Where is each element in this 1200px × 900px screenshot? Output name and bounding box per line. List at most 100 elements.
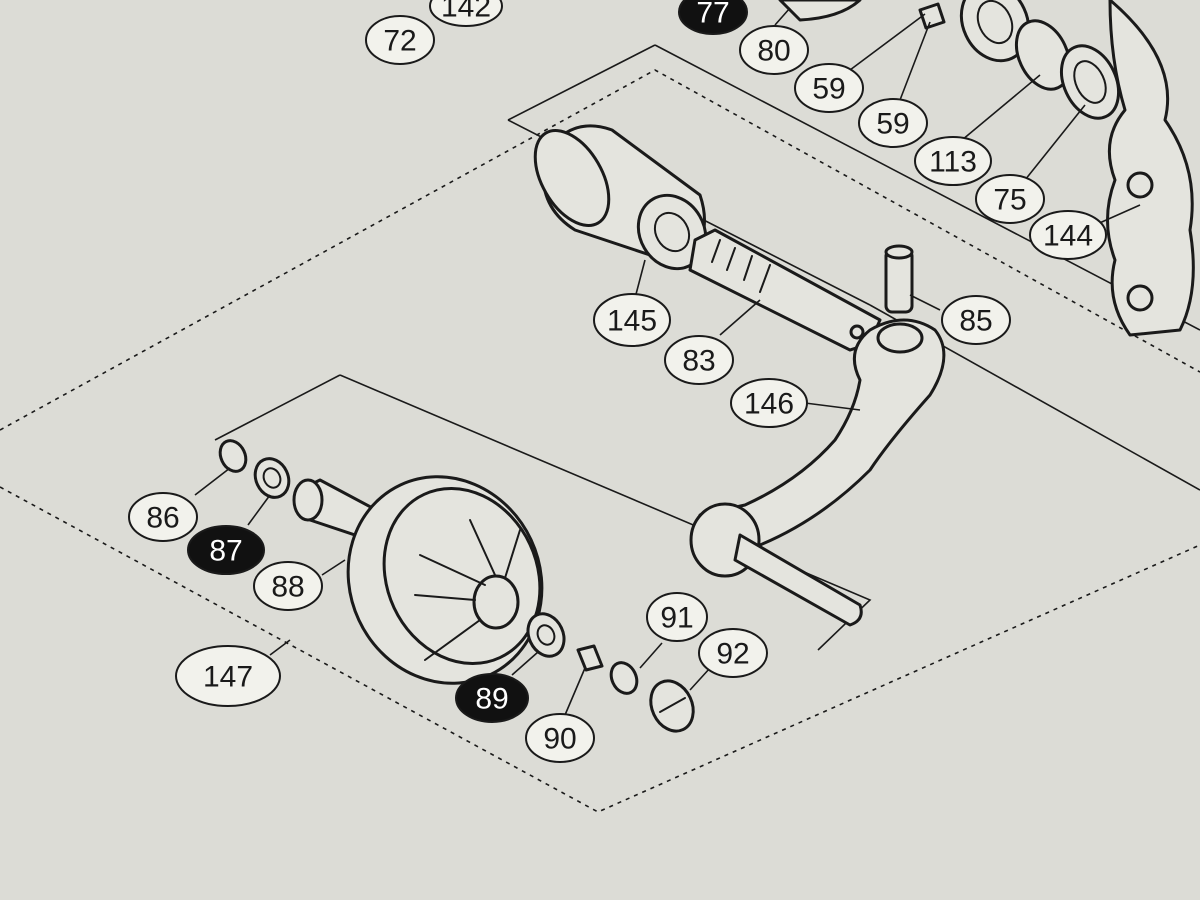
- callout-label-80: 80: [757, 35, 790, 68]
- leader-80: [774, 7, 791, 26]
- reel-body-housing: [1106, 0, 1195, 337]
- bolt-head: [884, 244, 914, 260]
- knob-frame-right: [339, 374, 872, 651]
- callout-90: 90: [525, 713, 595, 763]
- leader-90: [564, 667, 586, 716]
- callout-bubble-90: [525, 713, 595, 763]
- callout-label-77: 77: [696, 0, 729, 30]
- callout-89: 89: [455, 673, 529, 723]
- callout-bubble-83: [664, 335, 734, 385]
- callout-bubble-146: [730, 378, 808, 428]
- callout-label-59b: 59: [876, 108, 909, 141]
- callout-bubble-59a: [794, 63, 864, 113]
- screw-59-head: [918, 2, 946, 30]
- callout-77: 77: [678, 0, 748, 35]
- collar-bearing-bore: [653, 211, 691, 253]
- housing-boss-lower: [1126, 284, 1154, 312]
- ring-86: [218, 439, 248, 473]
- callout-label-75: 75: [993, 184, 1026, 217]
- callout-113: 113: [914, 136, 992, 186]
- shaft-hole: [849, 324, 865, 340]
- cap-92-slot: [659, 697, 686, 713]
- callout-bubble-75: [975, 174, 1045, 224]
- knob-rib-2: [504, 529, 521, 579]
- leader-lines: [194, 7, 1141, 716]
- collar-rim: [533, 129, 611, 227]
- part-88-knob: [292, 475, 544, 685]
- callout-bubble-91: [646, 592, 708, 642]
- knob-stem-end: [292, 478, 324, 522]
- callout-label-59a: 59: [812, 73, 845, 106]
- leader-83: [719, 299, 761, 336]
- part-146-handle-arm: [689, 318, 946, 627]
- callout-bubble-59b: [858, 98, 928, 148]
- leader-59a: [849, 13, 926, 71]
- knob-hub: [472, 574, 520, 630]
- callout-87: 87: [187, 525, 265, 575]
- callout-142: 142: [429, 0, 503, 27]
- callout-59b: 59: [858, 98, 928, 148]
- callout-label-89: 89: [475, 683, 508, 716]
- shaft-spline-4: [759, 264, 771, 293]
- part-83-shaft: [688, 228, 882, 352]
- bearing-89: [526, 612, 566, 658]
- callout-bubble-86: [128, 492, 198, 542]
- leader-146: [804, 402, 861, 411]
- callout-label-113: 113: [929, 146, 977, 179]
- callout-bubble-85: [941, 295, 1011, 345]
- handle-frame-top: [507, 44, 656, 121]
- assembly-147-boundary-bottom: [0, 486, 1200, 813]
- seal-75-inner: [1073, 60, 1107, 104]
- seal-75: [1059, 44, 1121, 120]
- callout-label-146: 146: [744, 388, 794, 421]
- callout-label-86: 86: [146, 502, 179, 535]
- callout-bubble-89: [455, 673, 529, 723]
- part-77-edge: [778, 0, 862, 22]
- callout-label-83: 83: [682, 345, 715, 378]
- callout-75: 75: [975, 174, 1045, 224]
- callout-88: 88: [253, 561, 323, 611]
- callout-91: 91: [646, 592, 708, 642]
- leader-144: [1094, 204, 1141, 226]
- parts-89-92: [526, 612, 695, 733]
- leader-86: [194, 467, 231, 496]
- callout-83: 83: [664, 335, 734, 385]
- callout-label-142: 142: [441, 0, 491, 24]
- bearing-inner: [976, 0, 1014, 45]
- callout-bubble-88: [253, 561, 323, 611]
- knob-rib-1: [469, 519, 496, 576]
- part-145-collar: [533, 124, 708, 271]
- callout-72: 72: [365, 15, 435, 65]
- callout-144: 144: [1029, 210, 1107, 260]
- leader-147: [269, 639, 291, 656]
- callout-label-90: 90: [543, 723, 576, 756]
- callout-bubble-145: [593, 293, 671, 347]
- callout-80: 80: [739, 25, 809, 75]
- top-small-parts: [778, 0, 1121, 120]
- callout-bubble-80: [739, 25, 809, 75]
- shaft-spline-1: [711, 239, 721, 263]
- leader-59b: [899, 21, 931, 101]
- leader-88: [321, 559, 346, 576]
- ring-91: [609, 661, 639, 695]
- shaft-spline-2: [726, 247, 736, 271]
- callout-bubble-92: [698, 628, 768, 678]
- leader-145: [634, 259, 646, 299]
- leader-89: [511, 651, 539, 676]
- callout-bubble-147: [175, 645, 281, 707]
- assembly-frames: [0, 44, 1200, 813]
- callout-label-85: 85: [959, 305, 992, 338]
- callout-147: 147: [175, 645, 281, 707]
- leader-75: [1024, 104, 1086, 181]
- callout-label-91: 91: [660, 602, 693, 635]
- housing-outline: [1106, 0, 1195, 337]
- housing-boss-upper: [1126, 171, 1154, 199]
- bearing-87: [253, 457, 291, 499]
- callout-92: 92: [698, 628, 768, 678]
- parts-86-87: [218, 439, 291, 499]
- knob-frame-top: [214, 374, 341, 441]
- bearing-87-bore: [262, 467, 282, 489]
- callout-label-144: 144: [1043, 220, 1093, 253]
- callout-bubble-77: [678, 0, 748, 35]
